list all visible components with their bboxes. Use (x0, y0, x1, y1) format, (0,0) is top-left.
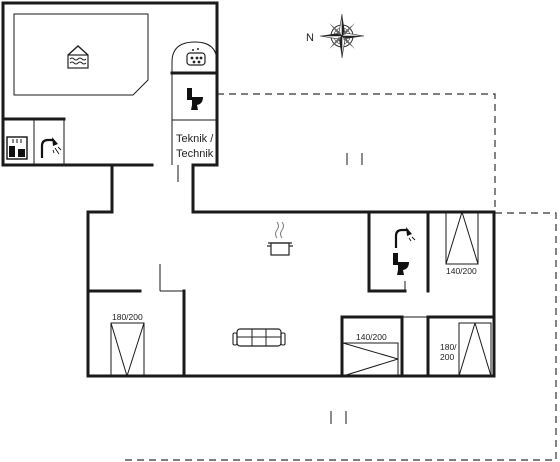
shower-icon (40, 137, 62, 158)
terrace-outlines (124, 93, 557, 461)
sauna-icon (6, 136, 28, 160)
corridor-walls (110, 163, 195, 214)
whirlpool (171, 41, 218, 73)
kitchen-pot-icon (267, 221, 293, 256)
main-house-walls (86, 210, 496, 378)
whirlpool-icon (186, 48, 206, 66)
bed-icon (458, 322, 492, 377)
compass-north-label: N (306, 32, 314, 44)
bed-size-label: 180/200 (112, 312, 143, 322)
toilet-icon (393, 253, 409, 275)
upper-terrace-marker (346, 153, 363, 165)
shower-icon (394, 227, 416, 248)
bed-size-label: 140/200 (356, 332, 387, 342)
toilet-icon (187, 88, 203, 110)
tech-room-label-line1: Teknik / (176, 133, 214, 145)
pool-icon (67, 45, 89, 69)
tech-room-label-line2: Technik (176, 148, 214, 160)
upper-terrace-outline (217, 93, 496, 213)
bed-icon (445, 211, 479, 265)
bed-size-label: 200 (440, 352, 454, 362)
lower-terrace-marker (330, 411, 347, 424)
bed-icon (110, 322, 145, 377)
lower-terrace-outline (124, 212, 557, 461)
bed-icon (342, 342, 399, 377)
bed-size-label: 140/200 (446, 266, 477, 276)
pool (13, 13, 149, 96)
compass-icon (319, 13, 365, 59)
bed-size-label: 180/ (440, 342, 457, 352)
sofa-icon (232, 328, 286, 347)
